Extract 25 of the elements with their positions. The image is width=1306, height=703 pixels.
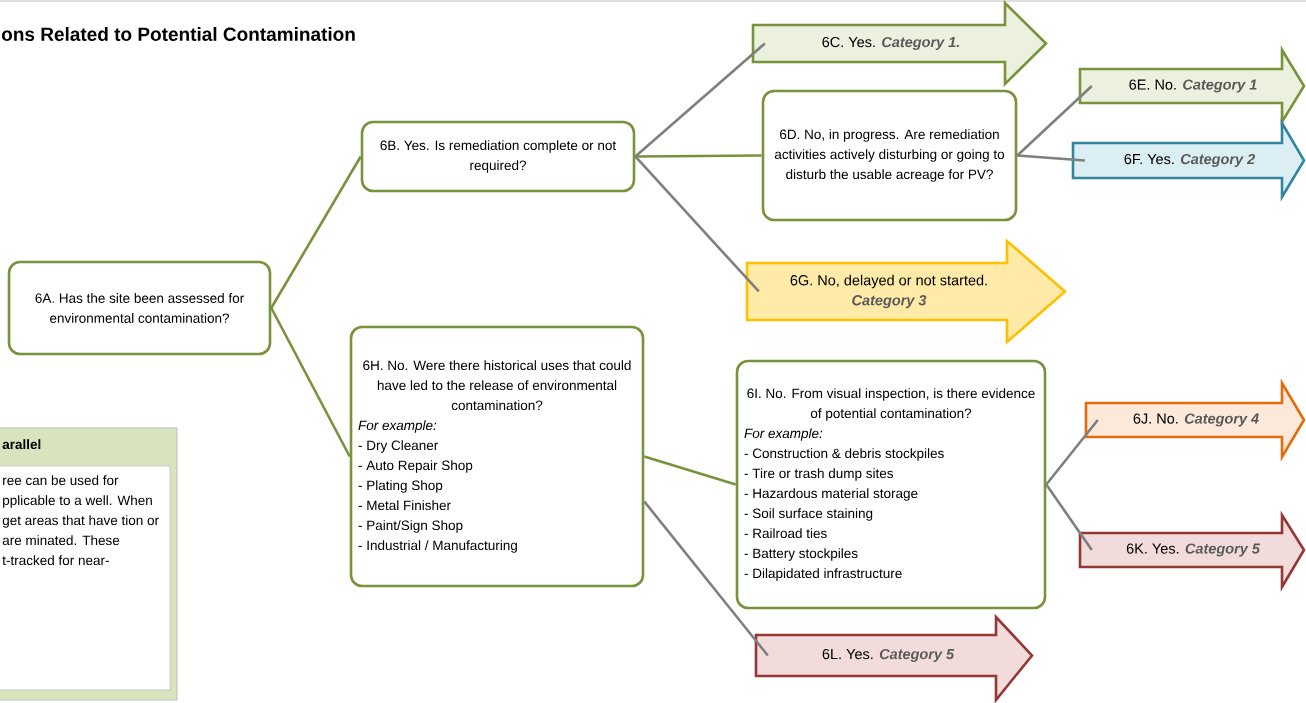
connector-line <box>634 155 760 293</box>
connector-line <box>1045 483 1093 551</box>
connector-line <box>643 500 769 657</box>
category-banner: 6J. No. Category 4 <box>1084 378 1306 462</box>
category-banner: 6E. No. Category 1 <box>1078 45 1306 127</box>
connector-line <box>635 154 762 158</box>
note-panel: arallel ree can be used for pplicable to a well. When get areas that have tion or are minated. These t-tracked for near- <box>0 427 178 701</box>
title: ons Related to Potential Contamination <box>1 27 355 41</box>
category-banner: 6C. Yes. Category 1. <box>751 0 1048 88</box>
decision-box: 6I. No. From visual inspection, is there evidence of potential contamination? For example: - Construction & debris stockpiles - Tire or trash dump sites - Hazardous material storage - Soil surface staining - Railroad ties - Battery stockpiles - Dilapidated infrastructure <box>735 359 1047 610</box>
connector-line <box>1016 85 1093 157</box>
connector-line <box>1045 419 1099 486</box>
decision-box: 6D. No, in progress. Are remediation activities actively disturbing or going to disturb the usable acreage for PV? <box>761 89 1018 222</box>
category-banner: 6G. No, delayed or not started. Category 3 <box>745 238 1067 345</box>
connector-line <box>270 155 362 309</box>
decision-box: 6H. No. Were there historical uses that could have led to the release of environmental contamination? For example: - Dry Cleaner - Auto Repair Shop - Plating Shop - Metal Finisher - Paint/Sign Shop - Industrial / Manufacturing <box>349 325 645 588</box>
connector-line <box>270 307 351 458</box>
category-banner: 6K. Yes. Category 5 <box>1078 510 1306 592</box>
connector-line <box>643 455 737 486</box>
connector-line <box>1017 154 1085 162</box>
category-banner: 6L. Yes. Category 5 <box>754 613 1034 703</box>
decision-box: 6A. Has the site been assessed for environmental contamination? <box>7 260 272 356</box>
connector-line <box>634 42 766 158</box>
category-banner: 6F. Yes. Category 2 <box>1071 118 1306 202</box>
decision-box: 6B. Yes. Is remediation complete or not required? <box>360 120 636 193</box>
